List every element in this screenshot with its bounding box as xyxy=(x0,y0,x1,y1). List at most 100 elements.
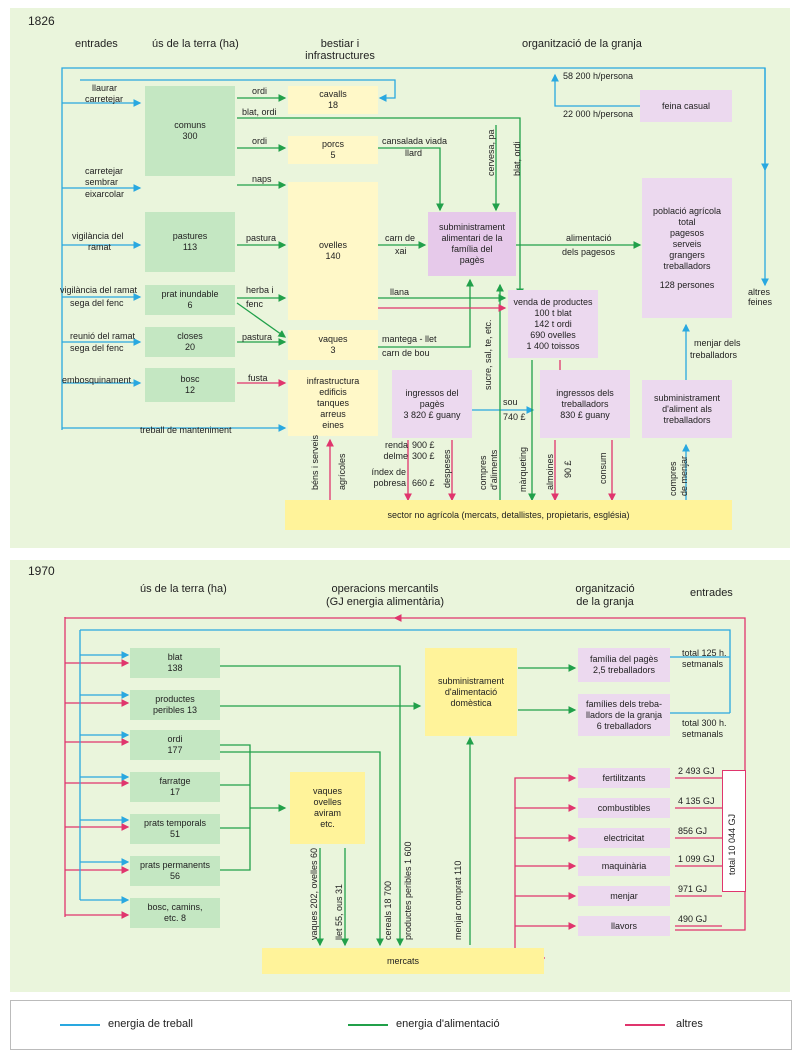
header-de-la-granja: de la granja xyxy=(576,596,634,608)
input-embosquinament: embosquinament xyxy=(62,375,132,385)
input-sega-fenc-2: sega del fenc xyxy=(70,343,124,353)
altres: altres xyxy=(748,287,771,297)
infra-line-1: infrastructura xyxy=(306,375,360,386)
livestock-ovelles: ovelles 140 xyxy=(288,182,378,320)
flow-llet-55: llet 55, ous 31 xyxy=(334,883,344,940)
land-ordi-name: ordi xyxy=(167,734,183,744)
vaques-line-3: aviram xyxy=(313,808,341,818)
input-ramat: ramat xyxy=(88,242,112,252)
header-organitzacio: organització de la granja xyxy=(522,38,642,50)
cavalls-name: cavalls xyxy=(319,89,347,99)
ingp-line-2: pagès xyxy=(419,398,445,409)
flow-mantega: mantega - llet xyxy=(382,334,437,344)
flow-menjar-dels: menjar dels xyxy=(694,338,741,348)
flow-pastura-2: pastura xyxy=(242,332,273,342)
families-line-2: lladors de la granja xyxy=(585,709,663,720)
venda-line-1: venda de productes xyxy=(513,296,593,307)
header-us-terra: ús de la terra (ha) xyxy=(152,38,239,50)
vaques-line-1: vaques xyxy=(312,786,343,796)
land-farratge-value: 17 xyxy=(169,787,180,797)
total-125-h: total 125 h. xyxy=(682,648,727,658)
llavors-label: llavors xyxy=(610,920,637,931)
input-combustibles: combustibles xyxy=(578,798,670,818)
land-comuns-name: comuns xyxy=(174,120,206,130)
suba-line-1: subministrament xyxy=(653,392,721,403)
vaques-line-2: ovelles xyxy=(313,797,342,807)
flow-vaques-202: vaques 202, ovelles 60 xyxy=(309,847,319,940)
flow-treballadors: treballadors xyxy=(690,350,738,360)
familia-line-1: família del pagès xyxy=(589,654,659,664)
poblacio-total: 128 persones xyxy=(659,279,715,290)
maquinaria-label: maquinària xyxy=(601,860,647,871)
poblacio-line-6: treballadors xyxy=(663,260,711,271)
flow-carn-de: carn de xyxy=(385,233,416,243)
input-maquinaria: maquinària xyxy=(578,856,670,876)
subm-line-1: subministrament xyxy=(438,222,506,232)
flow-naps: naps xyxy=(252,174,272,184)
ovelles-name: ovelles xyxy=(318,240,347,250)
subm-dom-line-2: d'alimentació xyxy=(444,686,498,697)
land-prats-temporals-value: 51 xyxy=(169,829,180,839)
input-fertilitzants: fertilitzants xyxy=(578,768,670,788)
land-prat-inundable: prat inundable 6 xyxy=(145,285,235,315)
cavalls-value: 18 xyxy=(327,100,338,110)
index-pobresa-2: pobresa xyxy=(373,478,406,488)
total-125-setmanals: setmanals xyxy=(682,659,724,669)
vaques-name: vaques xyxy=(318,334,348,344)
ingt-line-1: ingressos dels xyxy=(556,387,614,398)
renda-value: 900 £ xyxy=(412,440,435,450)
familia-line-2: 2,5 treballadors xyxy=(592,665,656,675)
header-operacions: operacions mercantils xyxy=(331,583,439,595)
flow-productes-peribles: productes peribles 1 600 xyxy=(403,841,413,940)
feina-casual-label: feina casual xyxy=(661,100,711,111)
input-electricitat: electricitat xyxy=(578,828,670,848)
subm-dom-line-3: domèstica xyxy=(450,697,492,708)
venda-line-2: 100 t blat xyxy=(534,307,572,318)
porcs-value: 5 xyxy=(330,150,336,160)
gj-combustibles: 4 135 GJ xyxy=(678,796,715,806)
flow-carn-bou: carn de bou xyxy=(382,348,430,358)
flow-sou: sou xyxy=(503,397,518,407)
flow-pastura-1: pastura xyxy=(246,233,277,243)
flow-dels-pagesos: dels pagesos xyxy=(562,247,616,257)
total-10044-gj: total 10 044 GJ xyxy=(727,813,737,875)
ingp-line-1: ingressos del xyxy=(405,387,459,398)
families-line-1: famílies dels treba- xyxy=(585,698,663,709)
flow-cansalada: cansalada viada xyxy=(382,136,448,146)
flow-ordi-1: ordi xyxy=(252,86,268,96)
delme-value: 300 £ xyxy=(412,451,435,461)
total-300-h: total 300 h. xyxy=(682,718,727,728)
poblacio-line-2: total xyxy=(678,216,696,227)
poblacio-line-3: pagesos xyxy=(669,227,705,238)
total-300-setmanals: setmanals xyxy=(682,729,724,739)
land-productes-peribles: productes peribles 13 xyxy=(130,690,220,720)
flow-sou-value: 740 £ xyxy=(503,412,526,422)
fertilitzants-label: fertilitzants xyxy=(602,772,646,783)
subministrament-domestica: subministrament d'alimentació domèstica xyxy=(425,648,517,736)
flow-blat-ordi-v: blat, ordi xyxy=(512,141,522,176)
land-prats-temporals-name: prats temporals xyxy=(143,818,207,828)
input-sembrar: sembrar xyxy=(85,177,119,187)
ovelles-value: 140 xyxy=(325,251,341,261)
land-pastures: pastures 113 xyxy=(145,212,235,272)
hours-58200: 58 200 h/persona xyxy=(563,71,634,81)
flow-agricoles: agrícoles xyxy=(337,453,347,490)
gj-electricitat: 856 GJ xyxy=(678,826,708,836)
livestock-porcs: porcs 5 xyxy=(288,136,378,164)
land-pastures-name: pastures xyxy=(172,231,208,241)
flow-marqueting: màrqueting xyxy=(518,446,528,492)
subm-line-2: alimentari de la xyxy=(441,233,503,243)
gj-fertilitzants: 2 493 GJ xyxy=(678,766,715,776)
suba-line-2: d'aliment als xyxy=(662,403,712,414)
legend-green-label: energia d'alimentació xyxy=(396,1018,500,1030)
renda-label: renda xyxy=(384,440,408,450)
venda-line-5: 1 400 toissos xyxy=(526,340,580,351)
sector-label: sector no agrícola (mercats, detallistes… xyxy=(387,509,630,520)
venda-line-3: 142 t ordi xyxy=(534,318,572,329)
header-organitzacio-1970: organització xyxy=(575,583,635,595)
land-productes-value: peribles 13 xyxy=(152,705,198,715)
subministrament-aliment: subministrament d'aliment als treballado… xyxy=(642,380,732,438)
flow-xai: xai xyxy=(395,246,407,256)
subm-dom-line-1: subministrament xyxy=(437,675,505,686)
land-prat-value: 6 xyxy=(187,300,193,310)
